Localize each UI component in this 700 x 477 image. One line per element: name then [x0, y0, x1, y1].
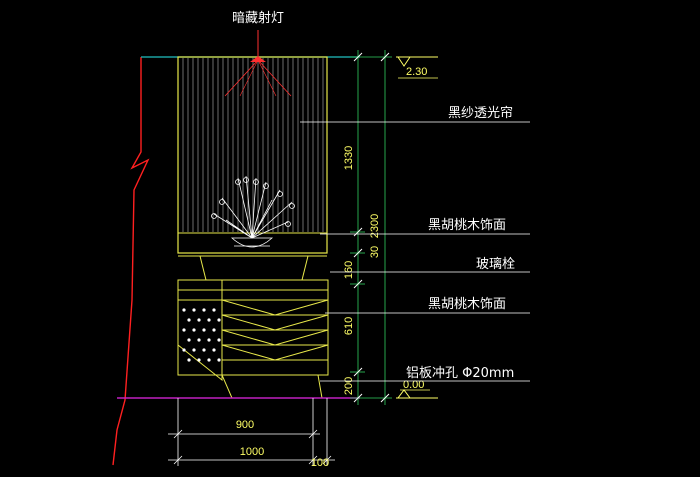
- perforation-hole: [212, 348, 216, 352]
- perforation-hole: [197, 318, 201, 322]
- perforation-hole: [182, 328, 186, 332]
- perforation-hole: [212, 328, 216, 332]
- perforation-hole: [217, 358, 221, 362]
- dim-160: 160: [343, 261, 355, 279]
- horizontal-dimensions: [168, 398, 335, 466]
- cabinet: [177, 279, 329, 399]
- dim-1000: 1000: [240, 446, 264, 458]
- dim-30: 30: [369, 246, 381, 258]
- perforation-hole: [192, 308, 196, 312]
- label-walnut-veneer-bottom: 黑胡桃木饰面: [428, 297, 506, 312]
- dim-2300: 2300: [369, 214, 381, 238]
- perforation-hole: [192, 348, 196, 352]
- dim-1330: 1330: [343, 146, 355, 170]
- perforation-hole: [202, 348, 206, 352]
- dimension-ticks: [353, 52, 390, 403]
- perforation-hole: [187, 338, 191, 342]
- dim-610: 610: [343, 317, 355, 335]
- perforation-hole: [197, 358, 201, 362]
- curtain-frame: [177, 56, 328, 254]
- perforation-hole: [182, 348, 186, 352]
- perforation-hole: [207, 358, 211, 362]
- perforation-hole: [202, 328, 206, 332]
- wall-section-line: [112, 57, 150, 466]
- perforation-hole: [207, 338, 211, 342]
- label-walnut-veneer-top: 黑胡桃木饰面: [428, 218, 506, 233]
- perforation-hole: [182, 308, 186, 312]
- label-glass-bolt: 玻璃栓: [476, 257, 515, 272]
- perforation-hole: [197, 338, 201, 342]
- dim-900: 900: [236, 419, 254, 431]
- spotlight-icon: [224, 30, 292, 97]
- leader-lines: [300, 121, 530, 382]
- perforation-hole: [217, 318, 221, 322]
- label-black-gauze-curtain: 黑纱透光帘: [448, 105, 513, 121]
- perforation-hole: [202, 308, 206, 312]
- level-marker-bottom: 0.00: [396, 379, 438, 399]
- level-marker-top: 2.30: [396, 56, 438, 79]
- perforated-panel: [177, 299, 223, 382]
- level-top-label: 2.30: [406, 66, 427, 78]
- label-hidden-spotlight: 暗藏射灯: [232, 10, 284, 26]
- dim-200: 200: [343, 377, 355, 395]
- dim-100: 100: [311, 457, 329, 469]
- perforation-hole: [212, 308, 216, 312]
- curtain-stripes: [182, 58, 324, 232]
- perforation-hole: [187, 318, 191, 322]
- level-bottom-label: 0.00: [403, 379, 424, 391]
- label-perforated-aluminum: 铝板冲孔 Φ20mm: [406, 366, 514, 381]
- flower-vase-icon: [211, 175, 295, 248]
- perforation-hole: [217, 338, 221, 342]
- perforation-hole: [192, 328, 196, 332]
- glass-shelf: [178, 255, 327, 281]
- perforation-hole: [207, 318, 211, 322]
- perforation-hole: [187, 358, 191, 362]
